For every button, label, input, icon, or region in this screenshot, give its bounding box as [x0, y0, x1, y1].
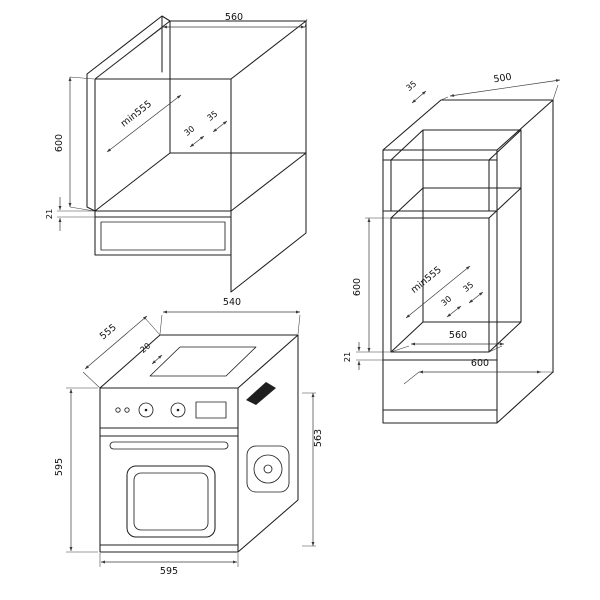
extension-line: [66, 387, 98, 553]
dim-label-clearance-b: 35: [205, 108, 219, 122]
dim-label-niche-depth: min555: [409, 264, 444, 295]
dim-line-clearance-b: [212, 120, 228, 133]
extension-line: [99, 553, 239, 567]
oven-view: 540 555 20 563 595 595: [54, 297, 324, 577]
oven-side-fan-hub: [263, 464, 273, 474]
dim-label-niche-depth: min555: [119, 99, 154, 130]
dim-label-top-clearance: 35: [404, 78, 419, 92]
oven-door-window: [126, 465, 216, 538]
dim-label-clearance-a: 30: [439, 293, 454, 307]
oven-knob-right: [170, 402, 186, 418]
dim-line-front-overhang: [151, 354, 163, 365]
extension-line: [57, 210, 95, 218]
dim-label-top-width: 500: [493, 72, 513, 86]
dim-label-bottom-gap: 21: [44, 209, 54, 220]
dim-label-body-depth: 555: [98, 322, 119, 342]
dim-label-bottom-gap: 21: [342, 352, 352, 363]
extension-line: [403, 371, 554, 385]
dim-line-clearance-a: [446, 305, 462, 318]
extension-line: [440, 84, 559, 101]
dim-line-clearance-b: [468, 291, 484, 304]
tall-cabinet-outline: [382, 99, 554, 424]
oven-door-window-inner: [133, 472, 209, 531]
extension-line: [69, 76, 95, 212]
base-cabinet-outline: [86, 15, 307, 293]
oven-top-recess: [149, 346, 257, 377]
oven-dimensions: 540 555 20 563 595 595: [54, 297, 324, 577]
oven-knob-left-center: [144, 408, 148, 412]
dim-line-top-width: [449, 79, 561, 97]
dim-label-rear-height: 563: [313, 429, 324, 447]
dim-line-clearance-a: [189, 135, 205, 148]
base-cabinet-view: 560 600 21 min555 30 35: [44, 12, 308, 293]
tall-cabinet-view: 35 500 600 min555 30 35 560 600 21: [342, 72, 561, 424]
dim-label-niche-width: 560: [225, 12, 243, 23]
dim-line-niche-depth: [106, 94, 182, 153]
oven-side-fan: [253, 454, 283, 484]
oven-handle: [109, 441, 229, 450]
base-cabinet-dimensions: 560 600 21 min555 30 35: [44, 12, 308, 231]
indicator-light: [115, 407, 121, 413]
oven-side-fan-housing: [246, 445, 290, 493]
dim-label-height: 595: [54, 458, 65, 476]
dim-label-niche-height: 600: [352, 278, 363, 296]
dim-label-niche-height: 600: [54, 134, 65, 152]
dim-label-width: 595: [160, 566, 178, 577]
oven-display: [195, 401, 227, 419]
dim-label-clearance-a: 30: [182, 123, 196, 137]
extension-line: [82, 317, 161, 389]
extension-line: [356, 217, 391, 353]
dim-label-clearance-b: 35: [461, 279, 476, 293]
oven-outline: [99, 334, 299, 553]
dim-label-top-width: 540: [223, 297, 241, 308]
oven-terminal-box: [246, 382, 276, 405]
oven-knob-right-center: [176, 408, 180, 412]
dim-line-top-clearance: [411, 90, 427, 104]
dim-line-niche-depth: [405, 265, 471, 319]
indicator-light: [124, 407, 130, 413]
dim-label-bottom-depth: 600: [471, 358, 489, 369]
extension-line: [302, 392, 316, 547]
extension-line: [159, 314, 301, 335]
dim-label-niche-width: 560: [449, 330, 467, 341]
oven-knob-left: [138, 402, 154, 418]
extension-line: [98, 18, 308, 77]
base-cabinet-drawer-front: [100, 221, 226, 251]
dim-line-body-depth: [84, 315, 148, 370]
tall-cabinet-dimensions: 35 500 600 min555 30 35 560 600 21: [342, 72, 561, 385]
extension-line: [390, 345, 503, 353]
